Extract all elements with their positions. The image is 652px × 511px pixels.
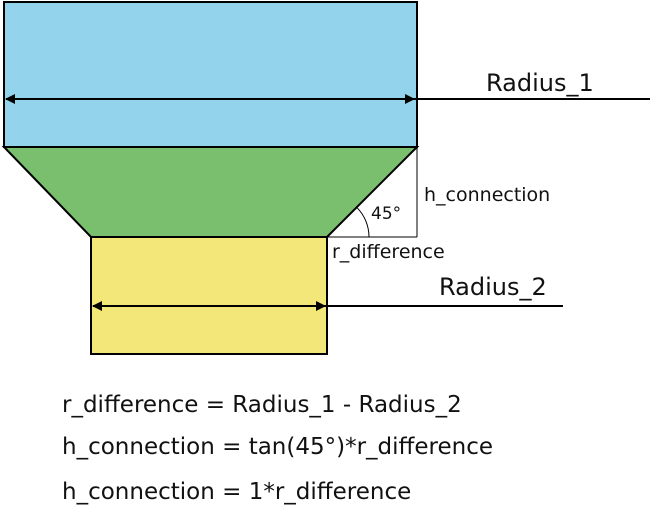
top-cylinder-block: [3, 1, 418, 148]
radius-1-label: Radius_1: [486, 69, 594, 97]
radius-2-label: Radius_2: [439, 273, 547, 301]
formula-r-difference: r_difference = Radius_1 - Radius_2: [62, 392, 462, 418]
bottom-cylinder-block: [90, 236, 328, 355]
angle-label: 45°: [371, 204, 401, 224]
cone-connector-trapezoid: [1, 146, 420, 238]
r-difference-label: r_difference: [332, 241, 445, 263]
formula-h-connection-tan: h_connection = tan(45°)*r_difference: [62, 434, 494, 460]
h-connection-label: h_connection: [424, 184, 550, 206]
angle-arc: [356, 206, 370, 238]
formula-h-connection-simplified: h_connection = 1*r_difference: [62, 479, 412, 505]
